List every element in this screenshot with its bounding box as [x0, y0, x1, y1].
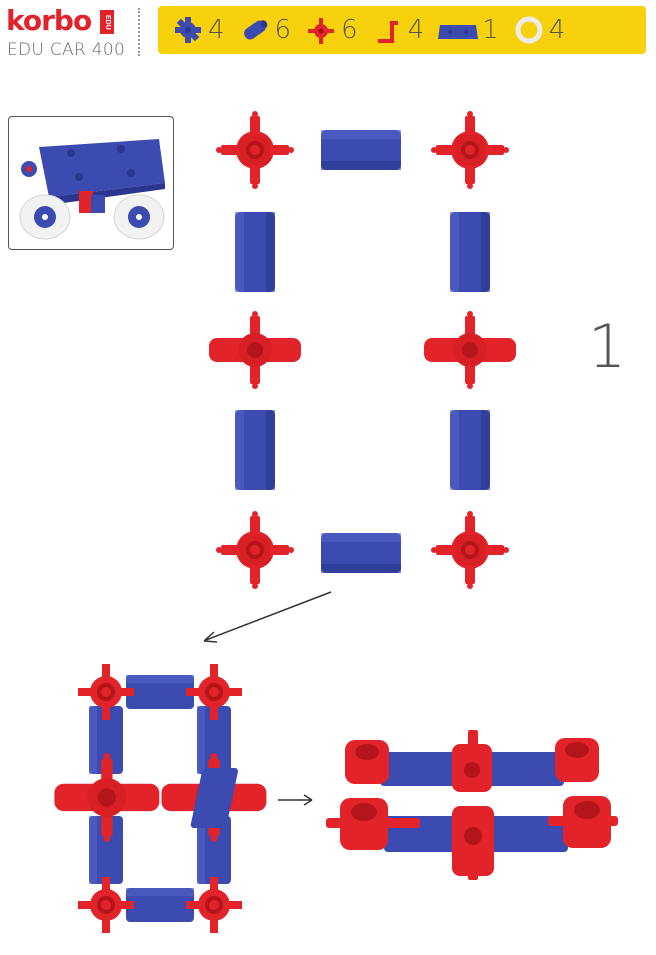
- model-name: EDU CAR 400: [7, 40, 126, 60]
- blue-tube: [321, 130, 401, 170]
- assembled-frame: [54, 664, 267, 933]
- parts-list: 4 6 6 4 1 4: [158, 6, 646, 54]
- part-count: 1: [482, 15, 499, 45]
- blue-tube: [450, 410, 490, 490]
- red-connector: [209, 311, 301, 389]
- angle-connector-icon: [377, 21, 398, 43]
- finished-car-preview: [8, 116, 174, 250]
- red-connector: [216, 111, 294, 189]
- arrow-right-icon: [278, 794, 313, 806]
- part-item: 6: [237, 15, 292, 45]
- exploded-parts: [209, 111, 516, 589]
- car-illustration: [19, 139, 165, 240]
- brand-tag: EDU: [100, 10, 114, 34]
- blue-tube: [235, 410, 275, 490]
- red-connector: [424, 311, 516, 389]
- red-connector: [431, 511, 509, 589]
- part-count: 4: [208, 15, 225, 45]
- plate-icon: [438, 25, 479, 39]
- part-item: 1: [436, 15, 499, 45]
- part-count: 4: [407, 15, 425, 45]
- perspective-frame: [190, 730, 618, 880]
- header-divider: [138, 8, 140, 56]
- part-count: 4: [548, 15, 566, 45]
- red-connector: [54, 752, 160, 842]
- tube-icon: [243, 20, 267, 40]
- red-connector: [431, 111, 509, 189]
- cross-connector-icon: [308, 18, 335, 44]
- blue-tube: [450, 212, 490, 292]
- part-item: 6: [303, 15, 358, 45]
- brand-logo: korbo: [6, 4, 92, 37]
- part-item: 4: [370, 15, 425, 45]
- step-number: 1: [588, 312, 627, 382]
- gear-connector-icon: [175, 17, 201, 43]
- arrow-icon: [203, 591, 332, 643]
- blue-tube: [235, 212, 275, 292]
- blue-tube: [321, 533, 401, 573]
- part-count: 6: [341, 15, 358, 45]
- brand-block: korbo EDU EDU CAR 400: [6, 4, 126, 61]
- wheel-ring-icon: [515, 16, 543, 44]
- blue-tube: [126, 675, 194, 709]
- red-connector: [78, 877, 134, 933]
- part-item: 4: [170, 15, 225, 45]
- red-connector: [186, 877, 242, 933]
- blue-tube: [126, 888, 194, 922]
- part-item: 4: [511, 15, 566, 45]
- part-count: 6: [274, 15, 292, 45]
- red-connector: [216, 511, 294, 589]
- red-connector: [78, 664, 134, 720]
- red-connector: [186, 664, 242, 720]
